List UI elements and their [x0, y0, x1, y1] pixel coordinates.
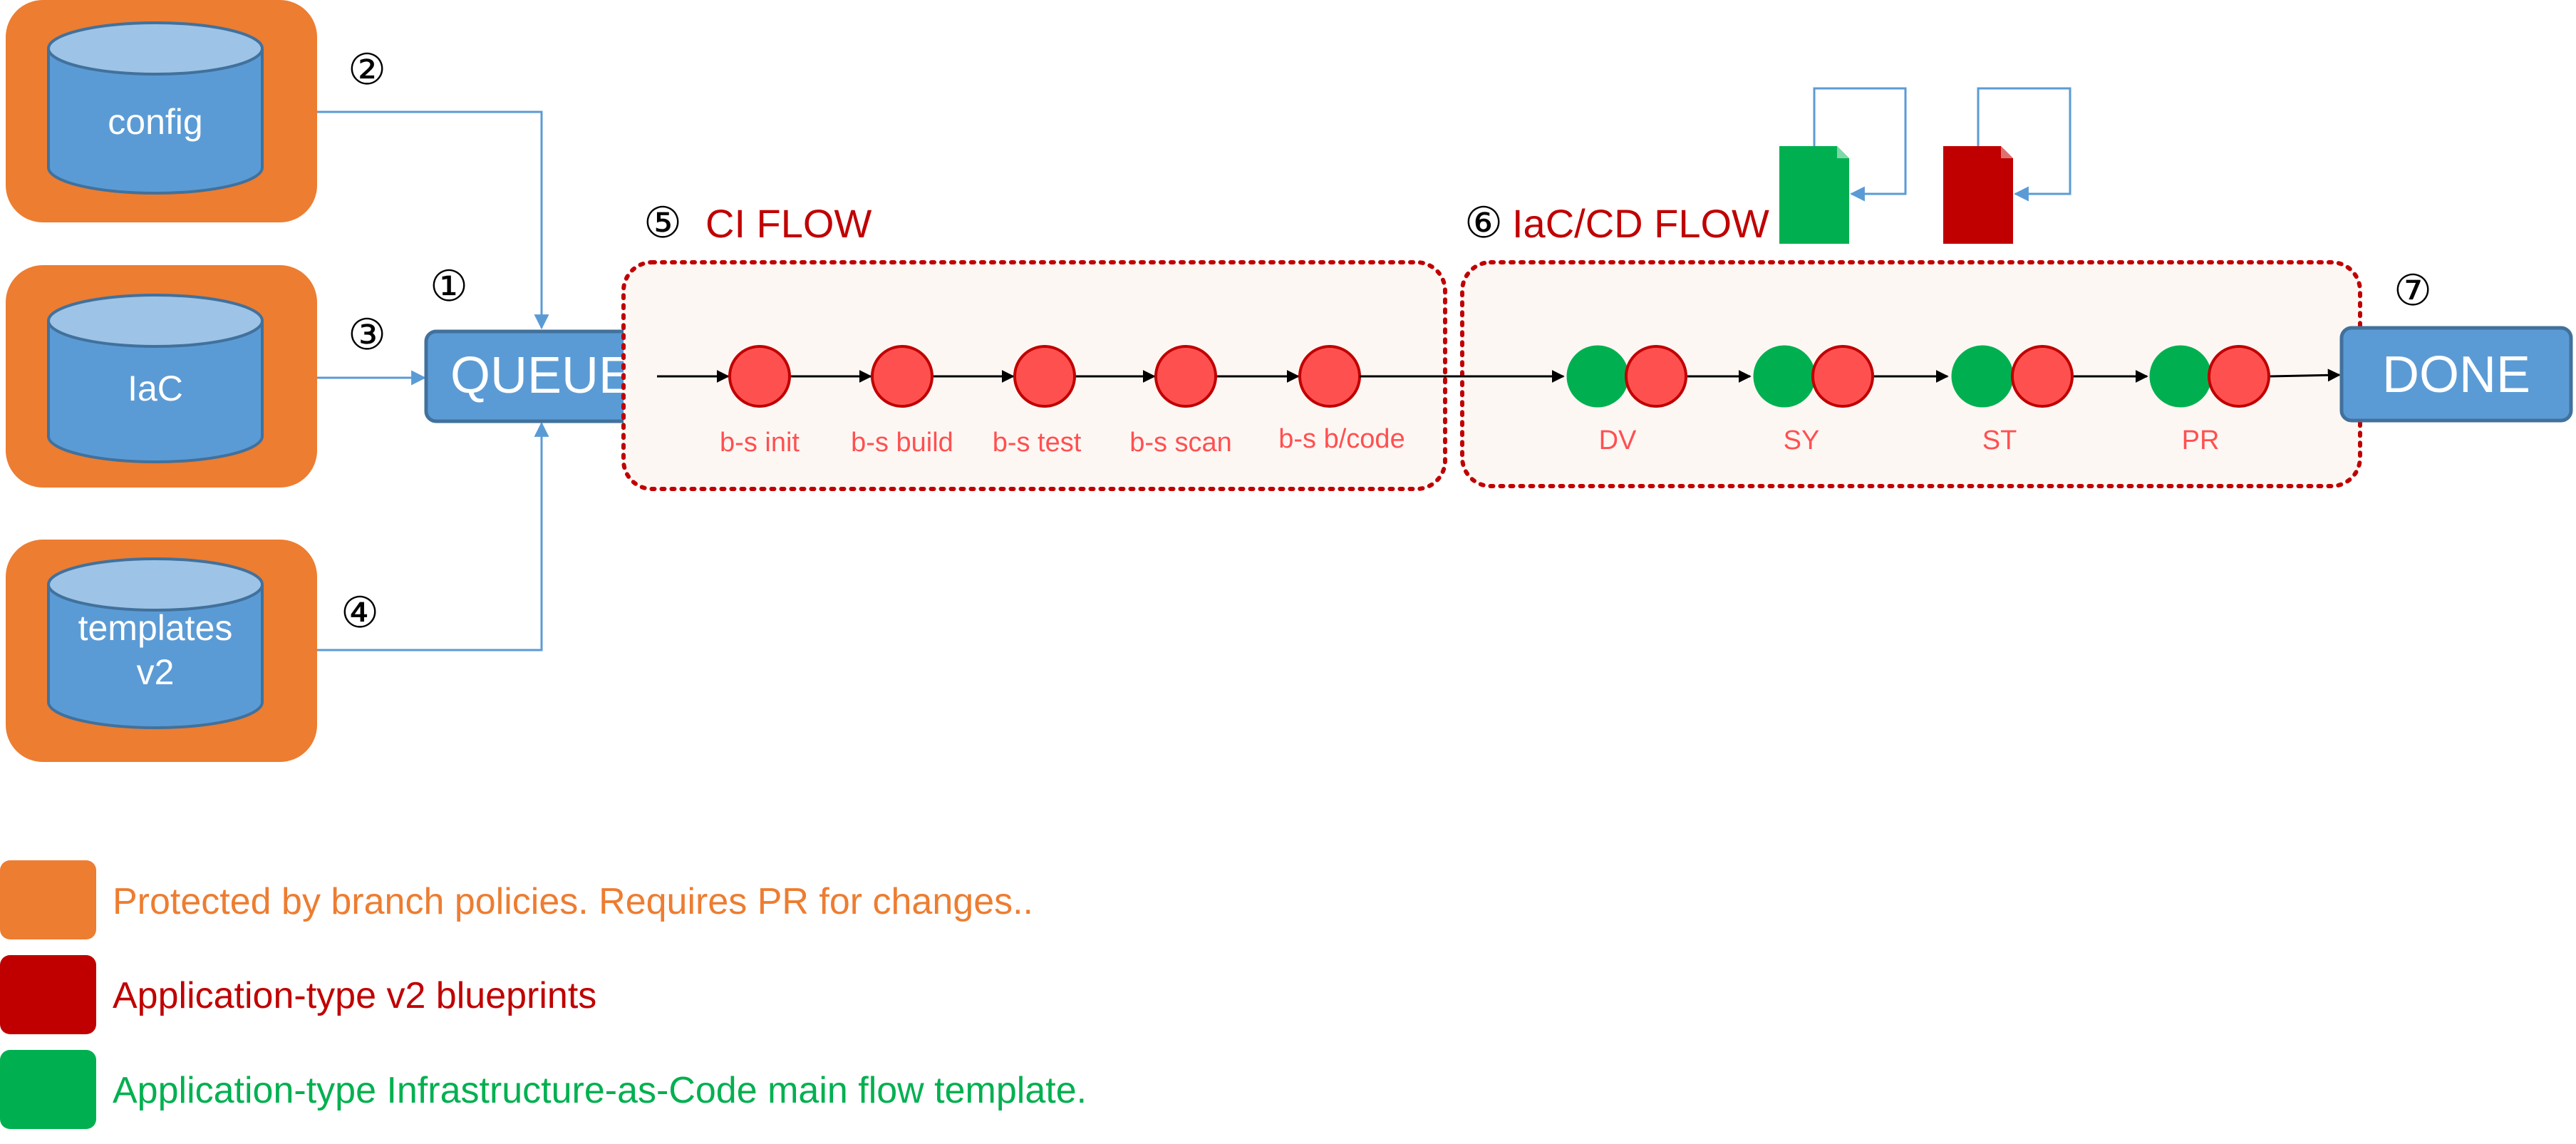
- ci-stage-bcode: b-s b/code: [1278, 345, 1405, 454]
- legend-item-orange: Protected by branch policies. Requires P…: [0, 860, 1033, 939]
- ci-stage-node: [1298, 345, 1361, 408]
- cd-flow-arrows: [1360, 369, 2341, 383]
- cd-stage-sy: SY: [1753, 345, 1874, 455]
- cd-stage-label: SY: [1784, 426, 1820, 455]
- legend-swatch: [0, 1050, 96, 1129]
- cd-stage-st: ST: [1951, 345, 2074, 455]
- step-marker-1: ①: [430, 262, 468, 310]
- queue-label: QUEUE: [450, 347, 633, 404]
- cd-stage-dv: DV: [1566, 345, 1687, 455]
- ci-stage-test: b-s test: [993, 345, 1082, 458]
- cd-stage-red-node: [2208, 345, 2270, 408]
- loop-arrow-icon: [1813, 87, 1907, 202]
- cd-stage-green-node: [1753, 345, 1816, 408]
- ci-stage-node: [1013, 345, 1076, 408]
- ci-flow-title: CI FLOW: [705, 201, 871, 246]
- ci-stage-node: [1154, 345, 1217, 408]
- repo-templates: templates v2: [6, 540, 317, 762]
- repo-templates-label-line2: v2: [137, 652, 175, 692]
- cd-stage-green-node: [2149, 345, 2212, 408]
- cd-stage-pr: PR: [2149, 345, 2270, 455]
- repo-iac: IaC: [6, 265, 317, 488]
- step-marker-5: ⑤: [643, 199, 682, 247]
- done-label: DONE: [2382, 346, 2530, 403]
- red-document-icon: [1943, 146, 2013, 244]
- cd-stage-green-node: [1566, 345, 1629, 408]
- repo-config-label: config: [108, 102, 202, 142]
- cd-stage-label: PR: [2182, 426, 2220, 455]
- cd-flow-title: IaC/CD FLOW: [1512, 201, 1769, 246]
- legend: Protected by branch policies. Requires P…: [0, 860, 1087, 1129]
- loop-arrow-icon: [1977, 87, 2071, 202]
- ci-stage-scan: b-s scan: [1129, 345, 1232, 458]
- ci-stage-node: [871, 345, 933, 408]
- cd-stage-red-node: [2011, 345, 2074, 408]
- repo-config: config: [6, 0, 317, 222]
- legend-text: Protected by branch policies. Requires P…: [113, 881, 1033, 922]
- step-marker-3: ③: [348, 311, 386, 359]
- repo-templates-label-line1: templates: [78, 608, 233, 648]
- legend-swatch: [0, 955, 96, 1034]
- ci-stage-label: b-s init: [720, 428, 800, 458]
- legend-swatch: [0, 860, 96, 939]
- ci-stage-label: b-s test: [993, 428, 1082, 458]
- legend-text: Application-type Infrastructure-as-Code …: [113, 1070, 1087, 1111]
- step-marker-6: ⑥: [1464, 199, 1503, 247]
- cd-stage-green-node: [1951, 345, 2014, 408]
- repo-connectors: [317, 110, 549, 651]
- ci-stage-node: [728, 345, 791, 408]
- ci-stage-build: b-s build: [851, 345, 953, 458]
- cd-stage-red-node: [1625, 345, 1687, 408]
- step-marker-2: ②: [348, 46, 386, 93]
- legend-text: Application-type v2 blueprints: [113, 975, 596, 1016]
- cd-stage-label: ST: [1982, 426, 2017, 455]
- ci-stage-init: b-s init: [720, 345, 800, 458]
- green-document-icon: [1779, 146, 1849, 244]
- repo-iac-label: IaC: [128, 369, 183, 408]
- step-marker-4: ④: [341, 589, 379, 637]
- done-box: DONE: [2339, 326, 2573, 423]
- ci-stage-label: b-s b/code: [1278, 424, 1405, 454]
- cd-stage-label: DV: [1599, 426, 1637, 455]
- ci-stage-label: b-s scan: [1129, 428, 1232, 458]
- cd-stage-red-node: [1811, 345, 1874, 408]
- legend-item-red: Application-type v2 blueprints: [0, 955, 596, 1034]
- step-marker-7: ⑦: [2394, 267, 2432, 314]
- legend-item-green: Application-type Infrastructure-as-Code …: [0, 1050, 1087, 1129]
- ci-stage-label: b-s build: [851, 428, 953, 458]
